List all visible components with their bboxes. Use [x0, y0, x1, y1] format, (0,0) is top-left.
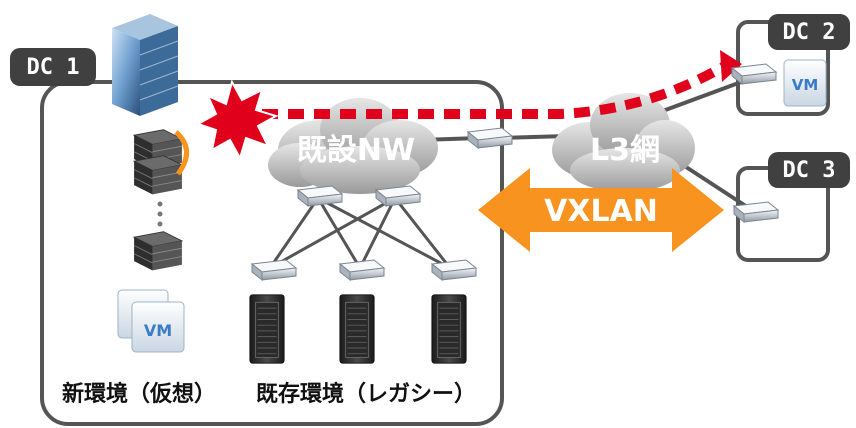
- l3-network-label: L3網: [590, 133, 660, 168]
- switch-mesh-links: [268, 196, 452, 270]
- dc1-boundary: [40, 80, 504, 426]
- vxlan-label: VXLAN: [544, 194, 658, 229]
- failure-burst-icon: [195, 79, 279, 161]
- legacy-environment-label: 既存環境（レガシー）: [256, 382, 477, 407]
- dc1-tag: DC 1: [10, 48, 96, 86]
- rack-server-icon: [431, 294, 467, 364]
- rack-server-icon: [339, 294, 375, 364]
- new-environment-label: 新環境（仮想）: [62, 382, 217, 407]
- dc2-tag: DC 2: [768, 14, 850, 50]
- building-icon: [112, 14, 179, 116]
- existing-network-label: 既設NW: [297, 133, 415, 168]
- switch-icon: [251, 259, 297, 281]
- switch-icon: [375, 185, 421, 207]
- migration-path-dashed: [262, 59, 731, 119]
- switch-icon: [733, 201, 779, 223]
- ellipsis-dots: [157, 201, 163, 227]
- vm-label: VM: [792, 76, 819, 94]
- vxlan-tunnel-arrow: [478, 168, 724, 252]
- migration-path-arrowhead: [720, 50, 742, 82]
- rack-server-icon: [249, 294, 285, 364]
- vm-icon: VM: [783, 59, 827, 107]
- server-icon: [133, 231, 183, 271]
- switch-icon: [297, 185, 343, 207]
- switch-icon: [339, 259, 385, 281]
- link-to-dc2: [659, 76, 753, 114]
- vm-icon: VM: [117, 289, 185, 353]
- switch-icon: [431, 259, 477, 281]
- dc3-tag: DC 3: [768, 152, 850, 188]
- switch-icon: [731, 63, 777, 85]
- virtual-link-icon: [174, 130, 189, 176]
- switch-icon: [467, 127, 513, 149]
- server-icon: [133, 155, 183, 195]
- vm-label: VM: [144, 321, 172, 340]
